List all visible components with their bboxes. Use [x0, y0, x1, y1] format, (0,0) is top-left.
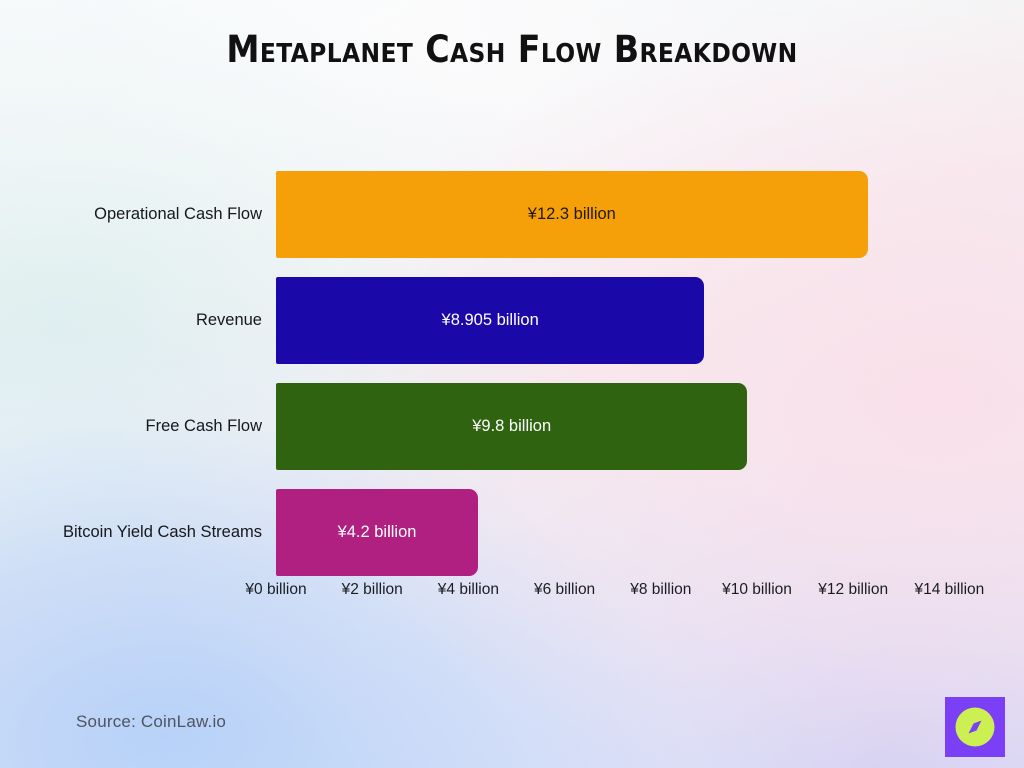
x-axis-tick-label: ¥6 billion: [534, 581, 596, 598]
page-title: Metaplanet Cash Flow Breakdown: [226, 28, 798, 71]
x-axis-tick-labels: ¥0 billion ¥2 billion ¥4 billion ¥6 billion…: [0, 578, 1024, 602]
x-axis-tick-label: ¥4 billion: [437, 581, 499, 598]
x-axis-tick-label: ¥10 billion: [722, 581, 792, 598]
x-axis-tick-label: ¥14 billion: [914, 581, 985, 598]
coinlaw-logo: [945, 697, 1005, 757]
category-label: Bitcoin Yield Cash Streams: [62, 523, 262, 541]
bar[interactable]: [276, 489, 479, 576]
bar-row: Operational Cash Flow¥12.3 billion: [0, 171, 1024, 258]
bar[interactable]: [276, 277, 705, 364]
compass-icon: [955, 707, 995, 747]
bar-row: Free Cash Flow¥9.8 billion: [0, 383, 1024, 470]
category-label: Free Cash Flow: [145, 417, 262, 435]
source-caption: Source: CoinLaw.io: [76, 712, 227, 731]
x-axis-tick-label: ¥12 billion: [818, 581, 889, 598]
x-axis-tick-label: ¥8 billion: [630, 581, 692, 598]
bar-row: Revenue¥8.905 billion: [0, 277, 1024, 364]
bar-row: Bitcoin Yield Cash Streams¥4.2 billion: [0, 489, 1024, 576]
category-label: Operational Cash Flow: [94, 205, 262, 223]
x-axis-tick-label: ¥2 billion: [341, 581, 403, 598]
category-label: Revenue: [195, 311, 262, 329]
x-axis-tick-label: ¥0 billion: [245, 581, 307, 598]
bar[interactable]: [276, 171, 868, 258]
bar[interactable]: [276, 383, 748, 470]
